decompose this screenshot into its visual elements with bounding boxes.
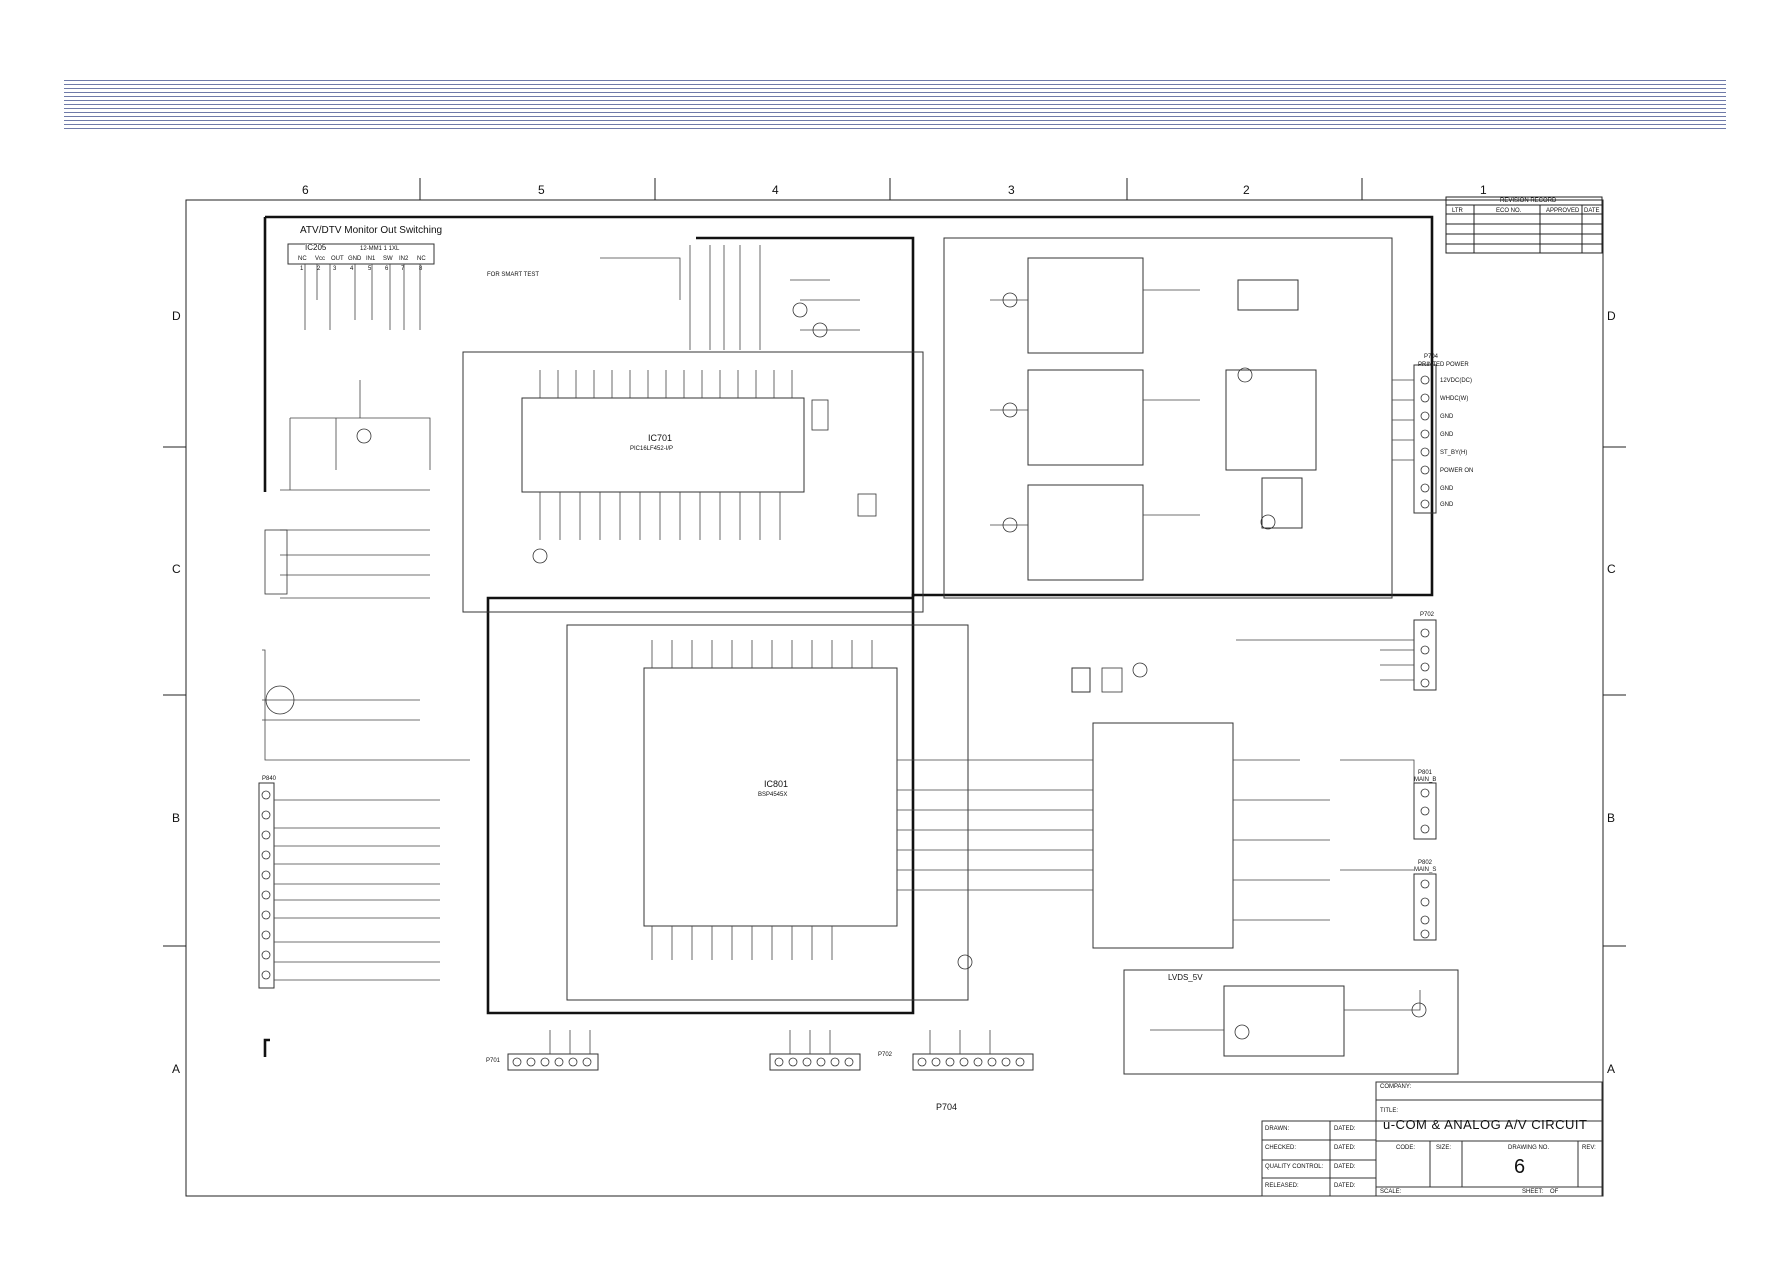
ic-pin-number: 4: [350, 266, 354, 272]
header-rule: [64, 100, 1726, 101]
header-rule: [64, 116, 1726, 117]
block-title: LVDS_5V: [1168, 973, 1203, 982]
connector-ref: P801: [1418, 770, 1433, 776]
zone-label-x: 5: [538, 183, 545, 197]
header-rule: [64, 96, 1726, 97]
title-block-label: DATED:: [1334, 1183, 1356, 1189]
header-rule: [64, 120, 1726, 121]
connector-title: PRINTED POWER: [1418, 362, 1469, 368]
zone-label-x: 4: [772, 183, 779, 197]
ic-part: 12-MM1 1 1XL: [360, 246, 400, 252]
power-pin-label: GND: [1440, 486, 1454, 492]
zone-label-x: 6: [302, 183, 309, 197]
block-title: ATV/DTV Monitor Out Switching: [300, 225, 443, 236]
ic-pin-number: 2: [317, 266, 321, 272]
connector-ref: P702: [878, 1052, 893, 1058]
header-rule: [64, 88, 1726, 89]
connector-ref: P702: [1420, 612, 1435, 618]
revision-title: REVISION RECORD: [1500, 198, 1557, 204]
ic-pin: GND: [348, 256, 362, 262]
power-pin-label: 12VDC(DC): [1440, 378, 1473, 384]
title-block-label: COMPANY:: [1380, 1084, 1412, 1090]
ic-part: BSP4545X: [758, 792, 788, 798]
title-block-label: DATED:: [1334, 1126, 1356, 1132]
zone-label-y: D: [1607, 309, 1616, 323]
zone-label-y: B: [172, 811, 181, 825]
revision-col: ECO NO.: [1496, 208, 1522, 214]
ic-pin: IN2: [399, 256, 409, 262]
ic-part: PIC16LF452-I/P: [630, 446, 674, 452]
ic-ref: IC801: [764, 779, 789, 789]
title-block-label: DATED:: [1334, 1145, 1356, 1151]
title-block-label: QUALITY CONTROL:: [1265, 1164, 1324, 1170]
zone-label-x: 1: [1480, 183, 1487, 197]
title-block-label: SCALE:: [1380, 1189, 1402, 1195]
connector-ref: P704: [936, 1102, 958, 1112]
header-rule: [64, 92, 1726, 93]
ic-ref: IC701: [648, 433, 673, 443]
power-pin-label: WHDC(W): [1440, 396, 1469, 402]
header-rule: [64, 104, 1726, 105]
header-rule: [64, 108, 1726, 109]
ic-pin-number: 6: [385, 266, 389, 272]
connector-label: MAIN_B: [1414, 777, 1437, 783]
connector-label: MAIN_S: [1414, 867, 1437, 873]
connector-ref: P840: [262, 776, 277, 782]
header-rule: [64, 128, 1726, 129]
header-rule: [64, 124, 1726, 125]
title-block-label: TITLE:: [1380, 1108, 1399, 1114]
ic-pin: IN1: [366, 256, 376, 262]
power-pin-label: GND: [1440, 502, 1454, 508]
title-block-label: CHECKED:: [1265, 1145, 1297, 1151]
title-block-label: REV:: [1582, 1145, 1596, 1151]
title-block-label: SIZE:: [1436, 1145, 1452, 1151]
revision-col: APPROVED: [1546, 208, 1580, 214]
zone-label-x: 2: [1243, 183, 1250, 197]
header-rule: [64, 84, 1726, 85]
title-block-label: OF: [1550, 1189, 1559, 1195]
ic-pin: Vcc: [315, 256, 326, 262]
ic-pin-number: 7: [401, 266, 405, 272]
title-block-label: CODE:: [1396, 1145, 1416, 1151]
drawing-title: u-COM & ANALOG A/V CIRCUIT: [1383, 1117, 1588, 1132]
test-note: FOR SMART TEST: [487, 272, 540, 278]
zone-label-y: A: [172, 1062, 181, 1076]
ic-pin: SW: [383, 256, 393, 262]
revision-col: DATE: [1584, 208, 1600, 214]
zone-label-y: D: [172, 309, 181, 323]
power-pin-label: GND: [1440, 414, 1454, 420]
zone-label-y: C: [1607, 562, 1616, 576]
connector-ref: P802: [1418, 860, 1433, 866]
revision-col: LTR: [1452, 208, 1463, 214]
ic-pin: NC: [417, 256, 426, 262]
power-pin-label: GND: [1440, 432, 1454, 438]
title-block-label: DRAWING NO.: [1508, 1145, 1550, 1151]
header-rule: [64, 112, 1726, 113]
zone-label-y: A: [1607, 1062, 1616, 1076]
ic-pin-number: 5: [368, 266, 372, 272]
title-block-label: SHEET:: [1522, 1189, 1544, 1195]
ic-pin: NC: [298, 256, 307, 262]
zone-label-y: B: [1607, 811, 1616, 825]
title-block-label: RELEASED:: [1265, 1183, 1299, 1189]
ic-pin-number: 3: [333, 266, 337, 272]
title-block-label: DATED:: [1334, 1164, 1356, 1170]
ic-ref: IC205: [305, 243, 327, 252]
title-block-label: DRAWN:: [1265, 1126, 1290, 1132]
ic-pin: OUT: [331, 256, 344, 262]
connector-ref: P704: [1424, 354, 1439, 360]
header-rule: [64, 80, 1726, 81]
connector-ref: P701: [486, 1058, 501, 1064]
zone-label-y: C: [172, 562, 181, 576]
power-pin-label: POWER ON: [1440, 468, 1474, 474]
ic-pin-number: 1: [300, 266, 304, 272]
drawing-number: 6: [1514, 1156, 1526, 1178]
power-pin-label: ST_BY(H): [1440, 450, 1468, 456]
ic-pin-number: 8: [419, 266, 423, 272]
zone-label-x: 3: [1008, 183, 1015, 197]
